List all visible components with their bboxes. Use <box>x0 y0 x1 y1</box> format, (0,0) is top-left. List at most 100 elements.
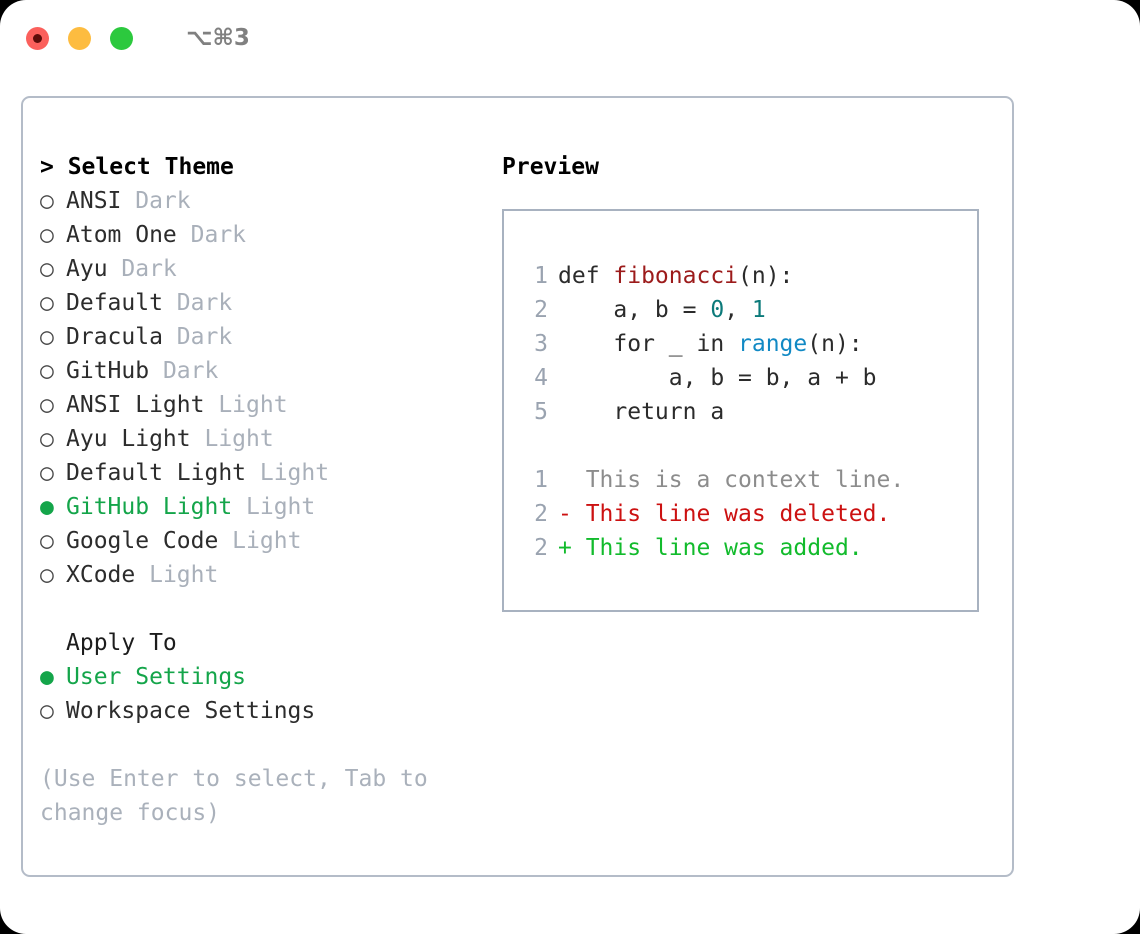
theme-option-label: GitHub <box>66 358 150 384</box>
window-controls[interactable] <box>26 26 133 50</box>
theme-option-6[interactable]: ○ ANSI Light Light <box>40 388 470 422</box>
radio-unselected-icon[interactable]: ○ <box>40 324 54 350</box>
apply-to-option-label: User Settings <box>66 664 247 690</box>
theme-option-label: Dracula <box>66 324 163 350</box>
theme-variant-tag: Light <box>246 460 330 486</box>
theme-option-label: Ayu Light <box>66 426 191 452</box>
code-line-2: 2 a, b = 0, 1 <box>522 293 977 327</box>
apply-to-option-label: Workspace Settings <box>66 698 316 724</box>
theme-list[interactable]: ○ANSI Dark○Atom One Dark○Ayu Dark○Defaul… <box>40 184 470 592</box>
code-token-call: range <box>738 331 808 357</box>
code-token-func: fibonacci <box>613 263 739 289</box>
theme-picker-dialog: > Select Theme ○ANSI Dark○Atom One Dark○… <box>21 96 1014 877</box>
theme-variant-tag: Dark <box>149 358 219 384</box>
theme-variant-tag: Light <box>190 426 274 452</box>
code-line-1: 1 def fibonacci(n): <box>522 259 977 293</box>
apply-to-header: Apply To <box>66 630 177 656</box>
preview-title: Preview <box>502 154 599 180</box>
theme-variant-tag: Light <box>218 528 302 554</box>
theme-variant-tag: Dark <box>162 290 233 316</box>
theme-option-0[interactable]: ○ ANSI Dark <box>40 184 470 218</box>
keyboard-shortcut-label: ⌥⌘3 <box>186 25 250 51</box>
radio-unselected-icon[interactable]: ○ <box>40 188 54 214</box>
theme-option-11[interactable]: ○ XCode Light <box>40 558 470 592</box>
theme-option-label: ANSI <box>66 188 122 214</box>
apply-to-list[interactable]: ● User Settings ○ Workspace Settings <box>40 660 470 728</box>
theme-variant-tag: Light <box>232 494 316 520</box>
minimize-window-button[interactable] <box>68 26 91 50</box>
diff-sample-block: 1 This is a context line. 2 - This line wa… <box>522 463 977 565</box>
line-number: 4 <box>534 365 548 391</box>
theme-option-1[interactable]: ○ Atom One Dark <box>40 218 470 252</box>
theme-variant-tag: Light <box>204 392 288 418</box>
title-bar: ⌥⌘3 <box>0 0 1140 76</box>
radio-unselected-icon[interactable]: ○ <box>40 426 54 452</box>
line-number: 2 <box>534 501 548 527</box>
code-line-3: 3 for _ in range(n): <box>522 327 977 361</box>
code-token-num: 1 <box>751 297 766 323</box>
apply-to-section: Apply To ● User Settings ○ Workspace Settin… <box>40 626 470 728</box>
keyboard-hint-text: (Use Enter to select, Tab to change focu… <box>40 766 442 826</box>
theme-variant-tag: Dark <box>176 222 247 248</box>
maximize-window-button[interactable] <box>110 26 133 50</box>
theme-option-7[interactable]: ○ Ayu Light Light <box>40 422 470 456</box>
theme-option-9[interactable]: ●GitHub Light Light <box>40 490 470 524</box>
apply-to-option-0[interactable]: ● User Settings <box>40 660 470 694</box>
preview-spacer <box>522 429 977 463</box>
theme-option-3[interactable]: ○Default Dark <box>40 286 470 320</box>
theme-option-2[interactable]: ○ Ayu Dark <box>40 252 470 286</box>
select-theme-header: > Select Theme <box>40 154 234 180</box>
code-token-num: 0 <box>710 297 725 323</box>
diff-line-ctx: 1 This is a context line. <box>522 463 977 497</box>
theme-option-label: Atom One <box>66 222 177 248</box>
radio-unselected-icon[interactable]: ○ <box>40 528 54 554</box>
radio-unselected-icon[interactable]: ○ <box>40 358 54 384</box>
line-number: 2 <box>534 297 548 323</box>
radio-unselected-icon[interactable]: ○ <box>40 222 54 248</box>
radio-unselected-icon[interactable]: ○ <box>40 562 54 588</box>
theme-option-label: XCode <box>66 562 136 588</box>
line-number: 3 <box>534 331 548 357</box>
theme-option-label: ANSI Light <box>66 392 205 418</box>
theme-option-10[interactable]: ○ Google Code Light <box>40 524 470 558</box>
line-number: 1 <box>534 467 548 493</box>
code-token-plain: , <box>724 297 752 323</box>
theme-option-5[interactable]: ○ GitHub Dark <box>40 354 470 388</box>
theme-variant-tag: Dark <box>107 256 177 282</box>
theme-option-label: Default Light <box>66 460 247 486</box>
diff-text: This is a context line. <box>558 467 905 493</box>
line-number: 1 <box>534 263 548 289</box>
radio-unselected-icon[interactable]: ○ <box>40 290 54 316</box>
theme-variant-tag: Light <box>135 562 219 588</box>
code-token-plain: (n): <box>738 263 794 289</box>
theme-option-label: Ayu <box>66 256 108 282</box>
radio-selected-icon[interactable]: ● <box>40 494 54 520</box>
code-line-5: 5 return a <box>522 395 977 429</box>
theme-variant-tag: Dark <box>121 188 191 214</box>
diff-line-add: 2 + This line was added. <box>522 531 977 565</box>
radio-selected-icon[interactable]: ● <box>40 664 54 690</box>
code-token-plain: a, b = b, a + b <box>558 365 877 391</box>
radio-unselected-icon[interactable]: ○ <box>40 392 54 418</box>
diff-text: + This line was added. <box>558 535 863 561</box>
theme-option-label: Google Code <box>66 528 219 554</box>
radio-unselected-icon[interactable]: ○ <box>40 460 54 486</box>
radio-unselected-icon[interactable]: ○ <box>40 256 54 282</box>
theme-option-4[interactable]: ○ Dracula Dark <box>40 320 470 354</box>
theme-variant-tag: Dark <box>162 324 233 350</box>
line-number: 5 <box>534 399 548 425</box>
code-token-plain: return a <box>558 399 725 425</box>
apply-to-option-1[interactable]: ○ Workspace Settings <box>40 694 470 728</box>
radio-unselected-icon[interactable]: ○ <box>40 698 54 724</box>
theme-option-8[interactable]: ○ Default Light Light <box>40 456 470 490</box>
close-window-button[interactable] <box>26 26 49 50</box>
diff-line-del: 2 - This line was deleted. <box>522 497 977 531</box>
code-token-plain: (n): <box>807 331 863 357</box>
code-token-plain: a, b = <box>558 297 711 323</box>
diff-text: - This line was deleted. <box>558 501 891 527</box>
code-token-plain: def <box>558 263 614 289</box>
line-number: 2 <box>534 535 548 561</box>
